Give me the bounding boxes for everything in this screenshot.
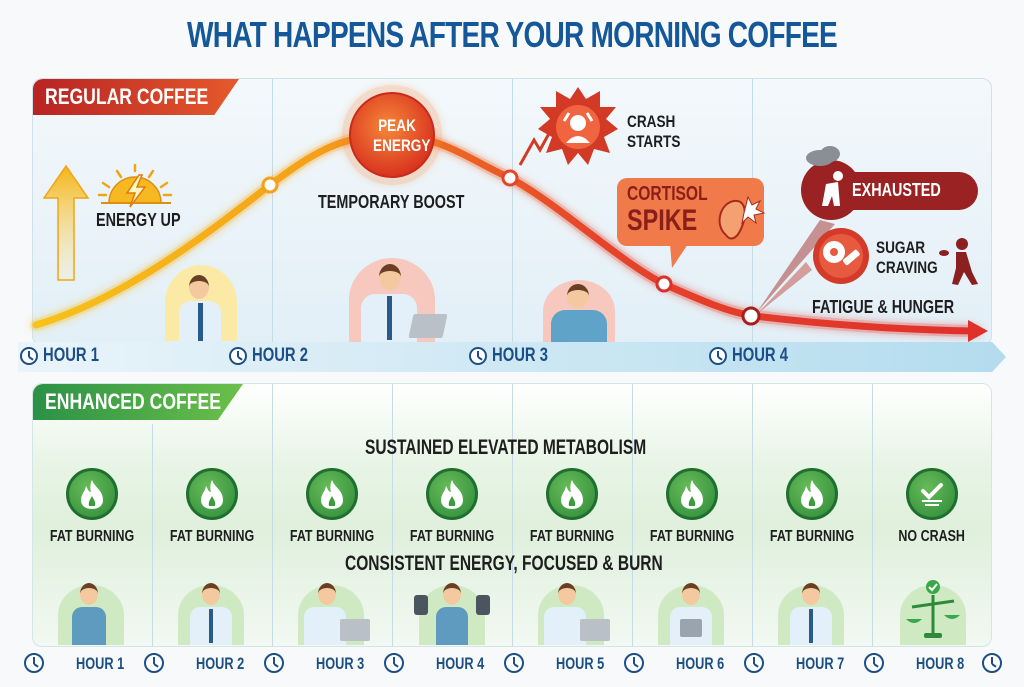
activity-illustration-dumbbells bbox=[412, 583, 492, 645]
activity-illustration-laptop bbox=[538, 583, 616, 645]
clock-icon bbox=[20, 347, 38, 365]
flame-icon bbox=[546, 468, 598, 520]
peak-energy-label: PEAK ENERGY bbox=[373, 116, 431, 155]
enhanced-coffee-tag: ENHANCED COFFEE bbox=[33, 384, 243, 420]
fatigue-hunger-label: FATIGUE & HUNGER bbox=[812, 297, 955, 317]
regular-coffee-tag: REGULAR COFFEE bbox=[33, 79, 239, 115]
enhanced-hour-2: HOUR 2 bbox=[196, 654, 245, 673]
page-title: WHAT HAPPENS AFTER YOUR MORNING COFFEE bbox=[186, 14, 838, 55]
consistent-energy-label: CONSISTENT ENERGY, FOCUSED & BURN bbox=[345, 552, 663, 575]
energized-person-illustration bbox=[165, 265, 237, 341]
curve-node-hour4 bbox=[741, 306, 761, 326]
sugar-craving-callout bbox=[757, 228, 978, 314]
sustained-metabolism-label: SUSTAINED ELEVATED METABOLISM bbox=[365, 436, 647, 459]
enhanced-coffee-panel: ENHANCED COFFEE bbox=[32, 383, 992, 647]
craving-person-icon bbox=[939, 238, 978, 285]
clock-icon bbox=[144, 653, 164, 673]
curve-node-hour3 bbox=[501, 169, 519, 187]
curve-node-cortisol bbox=[655, 275, 673, 293]
clock-icon bbox=[24, 653, 44, 673]
fat-burning-cell: FAT BURNING bbox=[392, 468, 512, 546]
fat-burning-cell: FAT BURNING bbox=[512, 468, 632, 546]
clock-icon bbox=[229, 347, 247, 365]
enhanced-hour-1: HOUR 1 bbox=[76, 654, 125, 673]
curve-node-hour2 bbox=[261, 176, 279, 194]
flame-icon bbox=[666, 468, 718, 520]
curve-arrowhead-icon bbox=[968, 320, 988, 342]
cortisol-speech-bubble bbox=[617, 178, 766, 268]
fat-burning-cell: FAT BURNING bbox=[752, 468, 872, 546]
clock-icon bbox=[982, 653, 1002, 673]
activity-illustration-tablet bbox=[658, 583, 724, 645]
tired-person-icon bbox=[822, 171, 843, 206]
flame-icon bbox=[306, 468, 358, 520]
adrenal-gland-icon bbox=[718, 195, 766, 240]
clock-icon bbox=[504, 653, 524, 673]
grid-divider bbox=[512, 79, 513, 345]
regular-hour-2: HOUR 2 bbox=[229, 345, 324, 367]
energy-up-label: ENERGY UP bbox=[96, 210, 181, 230]
flame-icon bbox=[786, 468, 838, 520]
fat-burning-cell: FAT BURNING bbox=[32, 468, 152, 546]
regular-hour-1: HOUR 1 bbox=[20, 345, 115, 367]
enhanced-hour-4: HOUR 4 bbox=[436, 654, 485, 673]
fat-burning-cell: FAT BURNING bbox=[272, 468, 392, 546]
fat-burning-cell: FAT BURNING bbox=[632, 468, 752, 546]
regular-timeline-bar bbox=[18, 342, 1006, 372]
clock-icon bbox=[709, 347, 727, 365]
activity-illustration-running bbox=[58, 583, 124, 645]
flame-icon bbox=[66, 468, 118, 520]
energy-up-arrow-icon bbox=[42, 164, 90, 281]
peak-energy-badge bbox=[349, 92, 435, 178]
regular-hour-3: HOUR 3 bbox=[469, 345, 564, 367]
sun-bolt-icon bbox=[97, 163, 173, 208]
no-crash-cell: NO CRASH bbox=[872, 468, 992, 546]
activity-illustration-laptop bbox=[298, 583, 376, 645]
cloud-icon bbox=[806, 146, 840, 166]
enhanced-hour-6: HOUR 6 bbox=[676, 654, 725, 673]
clock-icon bbox=[264, 653, 284, 673]
working-person-illustration bbox=[349, 258, 449, 342]
grid-divider bbox=[272, 79, 273, 345]
cortisol-spike-label: CORTISOL SPIKE bbox=[627, 183, 708, 237]
clock-icon bbox=[384, 653, 404, 673]
temporary-boost-label: TEMPORARY BOOST bbox=[318, 192, 465, 212]
enhanced-hour-3: HOUR 3 bbox=[316, 654, 365, 673]
candy-bar-icon bbox=[842, 249, 860, 266]
lightning-crack-icon bbox=[518, 127, 554, 166]
crash-starts-label: CRASH STARTS bbox=[627, 112, 681, 151]
flame-icon bbox=[186, 468, 238, 520]
sugar-craving-label: SUGAR CRAVING bbox=[876, 238, 938, 277]
enhanced-hour-8: HOUR 8 bbox=[916, 654, 965, 673]
scale-icon bbox=[906, 580, 960, 638]
donut-icon bbox=[823, 241, 845, 263]
enhanced-hour-5: HOUR 5 bbox=[556, 654, 605, 673]
clock-icon bbox=[469, 347, 487, 365]
tired-person-illustration bbox=[543, 280, 615, 342]
activity-illustration-balanced-scale bbox=[900, 580, 966, 645]
activity-illustration-phone-call bbox=[778, 583, 844, 645]
crash-burst-icon bbox=[538, 87, 618, 165]
exhausted-callout bbox=[757, 146, 978, 312]
check-icon bbox=[906, 468, 958, 520]
activity-illustration-writing bbox=[178, 583, 244, 645]
fat-burning-cell: FAT BURNING bbox=[152, 468, 272, 546]
clock-icon bbox=[864, 653, 884, 673]
flame-icon bbox=[426, 468, 478, 520]
clock-icon bbox=[744, 653, 764, 673]
enhanced-hour-7: HOUR 7 bbox=[796, 654, 845, 673]
clock-icon bbox=[624, 653, 644, 673]
exhausted-label: EXHAUSTED bbox=[852, 180, 941, 200]
regular-hour-4: HOUR 4 bbox=[709, 345, 804, 367]
